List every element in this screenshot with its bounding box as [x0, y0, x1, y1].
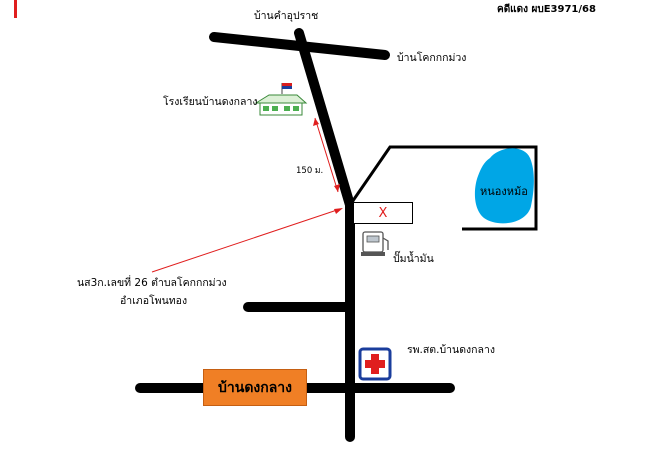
label-gas-station: ปั๊มน้ำมัน — [393, 253, 434, 265]
red-cross-icon — [358, 347, 392, 381]
case-number: คดีแดง ผบE3971/68 — [497, 4, 596, 15]
location-marker: X — [353, 202, 413, 224]
label-village-north: บ้านคำอุปราช — [254, 10, 319, 22]
x-mark-icon: X — [378, 205, 388, 221]
label-distance: 150 ม. — [296, 166, 324, 176]
school-building-icon — [254, 83, 308, 116]
distance-arrow — [313, 117, 340, 193]
label-address-line1: นส3ก.เลขที่ 26 ตำบลโคกกกม่วง — [77, 277, 227, 289]
pointer-arrow — [151, 208, 343, 273]
corner-red-mark — [14, 0, 17, 18]
road-pond-branch — [348, 145, 538, 231]
label-pond: หนองหม้อ — [480, 185, 528, 198]
label-village-northeast: บ้านโคกกกม่วง — [397, 52, 467, 64]
pond-shape — [474, 148, 534, 224]
label-village-main: บ้านดงกลาง — [218, 379, 292, 396]
village-main-box: บ้านดงกลาง — [203, 369, 307, 406]
label-address-line2: อำเภอโพนทอง — [120, 295, 188, 307]
label-school: โรงเรียนบ้านดงกลาง — [163, 96, 258, 108]
label-hospital: รพ.สต.บ้านดงกลาง — [407, 344, 495, 356]
gas-pump-icon — [361, 231, 389, 256]
